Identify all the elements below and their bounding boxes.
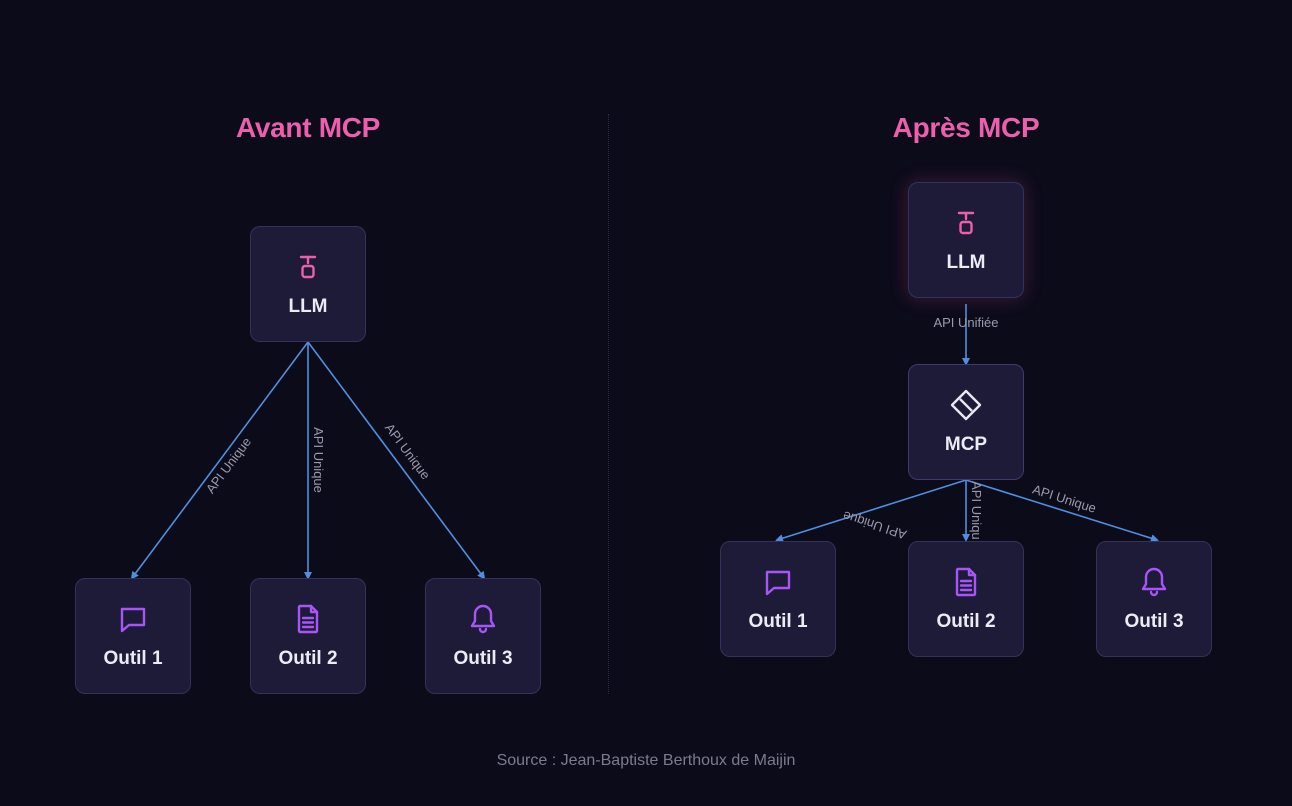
before-title: Avant MCP	[235, 112, 381, 143]
right-tool-2-label: Outil 2	[936, 611, 996, 632]
edge-left-llm-tool1	[130, 341, 309, 580]
mcp-node: MCP	[908, 364, 1024, 480]
left-conn-label-2: API Unique	[311, 427, 326, 493]
divider	[608, 114, 609, 694]
right-llm-label: LLM	[946, 252, 986, 273]
mcp-diamond-icon	[949, 388, 983, 422]
left-tool-2-node: Outil 2	[250, 578, 366, 694]
mcp-label: MCP	[944, 434, 988, 455]
document-icon	[949, 565, 983, 599]
left-tool-3-label: Outil 3	[453, 648, 513, 669]
right-tool-1-label: Outil 1	[748, 611, 808, 632]
chat-bubble-icon	[116, 602, 150, 636]
bell-icon	[466, 602, 500, 636]
edge-left-llm-tool3	[307, 341, 486, 580]
right-tool-3-node: Outil 3	[1096, 541, 1212, 657]
source-credit: Source : Jean-Baptiste Berthoux de Maiji…	[496, 752, 796, 769]
after-title: Après MCP	[892, 112, 1040, 143]
left-tool-1-node: Outil 1	[75, 578, 191, 694]
right-conn-label-1: API Unique	[841, 508, 908, 542]
chat-bubble-icon	[761, 565, 795, 599]
right-conn-label-2: API Unique	[969, 481, 984, 547]
right-tool-1-node: Outil 1	[720, 541, 836, 657]
right-tool-3-label: Outil 3	[1124, 611, 1184, 632]
left-conn-label-1: API Unique	[203, 434, 254, 496]
left-llm-label: LLM	[288, 296, 328, 317]
llm-icon	[949, 206, 983, 240]
right-tool-2-node: Outil 2	[908, 541, 1024, 657]
left-llm-node: LLM	[250, 226, 366, 342]
right-llm-conn-label: API Unifiée	[933, 315, 998, 330]
llm-icon	[291, 250, 325, 284]
edge-right-mcp-tool1	[775, 479, 967, 542]
left-tool-3-node: Outil 3	[425, 578, 541, 694]
left-tool-1-label: Outil 1	[103, 648, 163, 669]
document-icon	[291, 602, 325, 636]
bell-icon	[1137, 565, 1171, 599]
left-tool-2-label: Outil 2	[278, 648, 338, 669]
right-llm-node: LLM	[908, 182, 1024, 298]
edge-right-mcp-tool3	[965, 479, 1159, 543]
